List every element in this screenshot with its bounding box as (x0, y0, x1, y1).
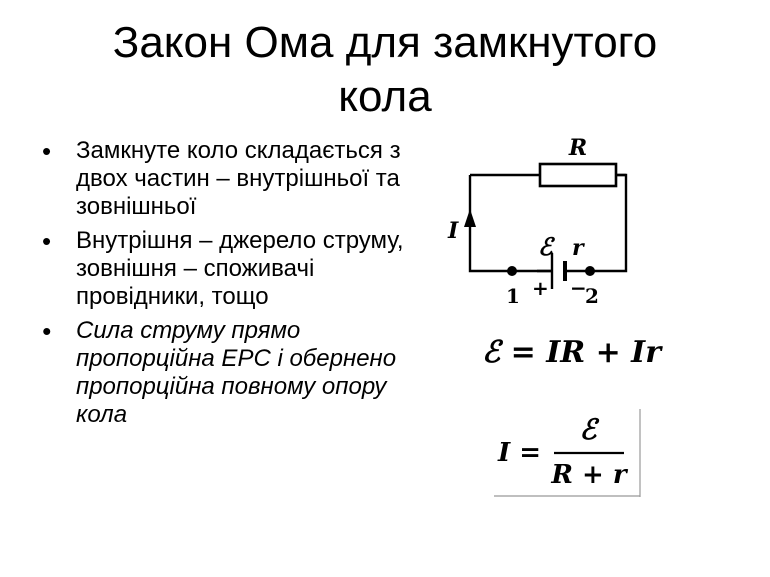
emf-label: ℰ (538, 232, 556, 261)
title-line-2: кола (338, 72, 432, 121)
bullet-item-3: Сила струму прямо пропорційна ЕРС і обер… (42, 317, 422, 429)
minus-sign: − (570, 276, 587, 300)
formula-numerator: ℰ (580, 413, 600, 446)
bullet-item-1: Замкнуте коло складається з двох частин … (42, 137, 422, 221)
circuit-diagram: R I ℰ r 1 + − 2 (447, 135, 628, 308)
current-label: I (447, 218, 459, 244)
slide-title: Закон Ома для замкнутого кола (0, 16, 770, 124)
terminal-1-dot (507, 266, 517, 276)
resistor (538, 162, 618, 188)
terminal-2-dot (585, 266, 595, 276)
resistor-label: R (568, 135, 587, 161)
formula-emf: ℰ = IR + Ir (482, 335, 663, 370)
terminal-2-label: 2 (585, 284, 599, 308)
current-arrow-icon (464, 209, 476, 227)
title-line-1: Закон Ома для замкнутого (112, 18, 658, 67)
plus-sign: + (532, 276, 549, 300)
formula-current: I = ℰ R + r (494, 409, 641, 497)
formula-emf-text: ℰ = IR + Ir (482, 335, 663, 370)
bullet-list: Замкнуте коло складається з двох частин … (42, 137, 422, 435)
bullet-item-2: Внутрішня – джерело струму, зовнішня – с… (42, 227, 422, 311)
formula-denominator: R + r (550, 460, 628, 490)
terminal-1-label: 1 (506, 284, 520, 308)
internal-resistance-label: r (572, 235, 585, 261)
formula-lhs: I = (497, 438, 541, 468)
